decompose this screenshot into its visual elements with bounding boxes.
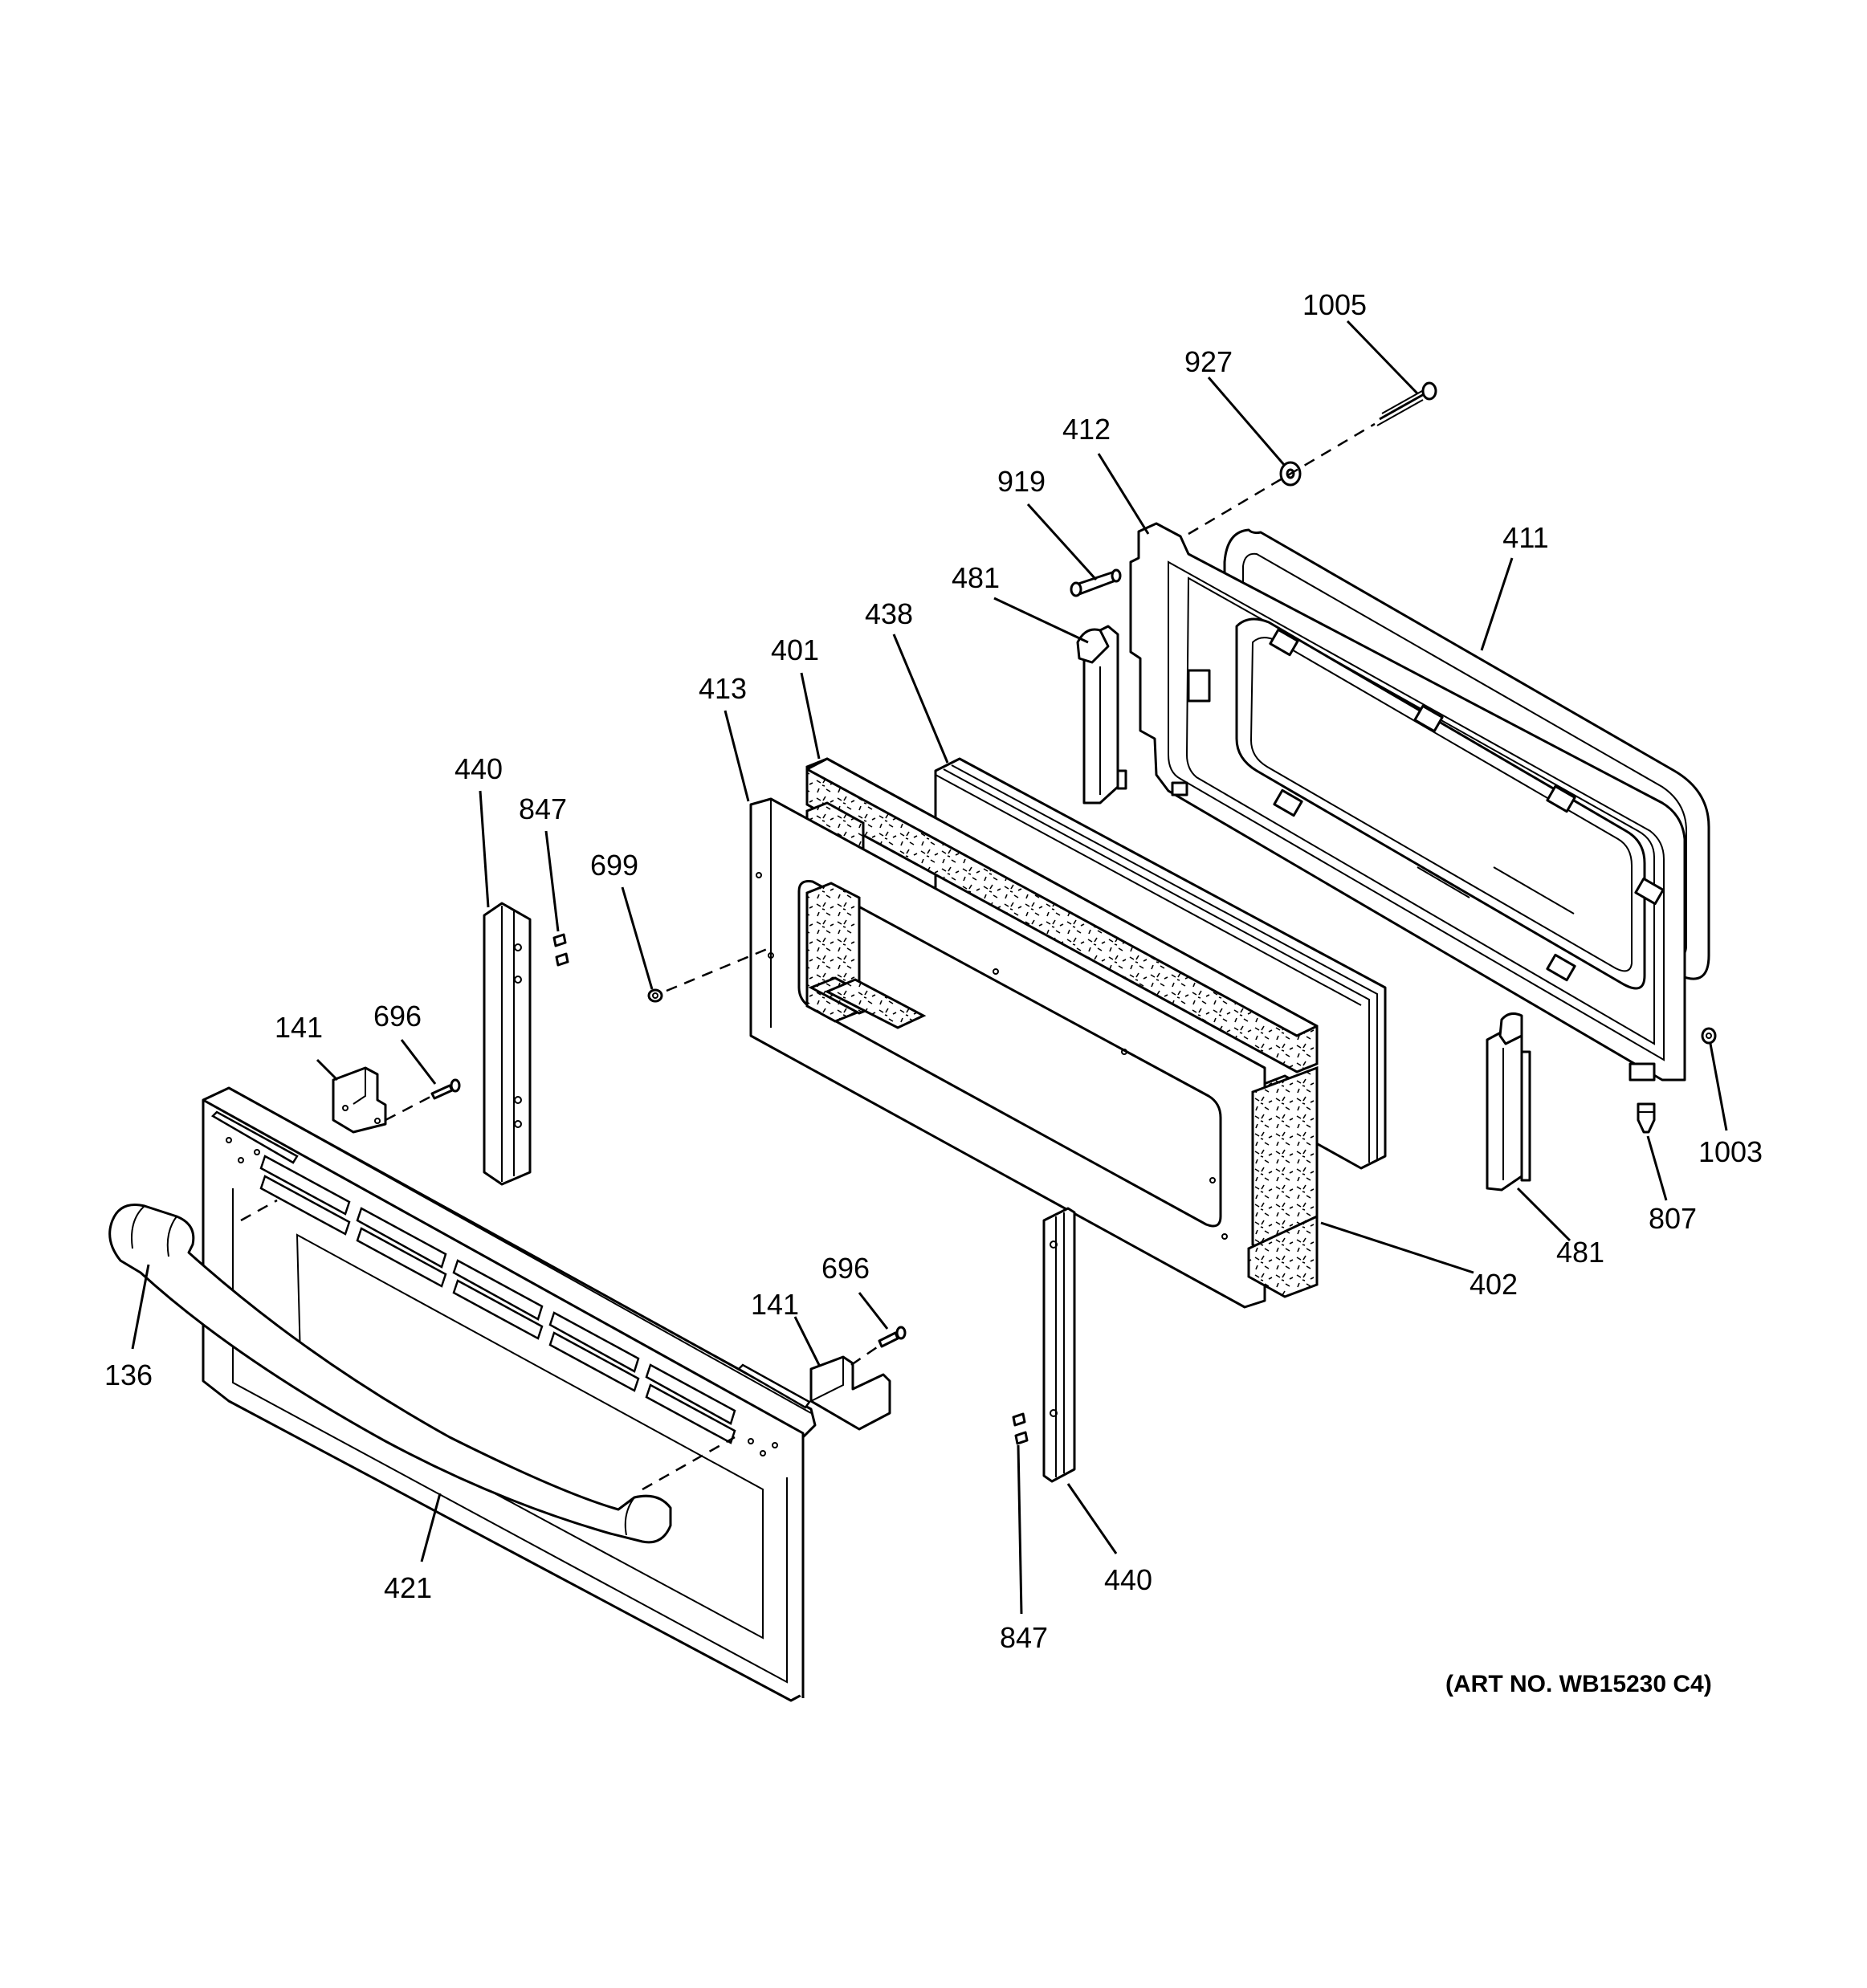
label-141-left: 141 — [275, 1011, 323, 1044]
label-402: 402 — [1470, 1268, 1518, 1301]
assembly-dashed-line-top — [1188, 422, 1376, 536]
side-channel-440-left — [483, 902, 532, 1186]
label-421: 421 — [384, 1571, 432, 1604]
leader-lines — [131, 320, 1728, 1615]
assembly-dashed-line-696-right — [850, 1346, 878, 1367]
label-847-bottom: 847 — [1000, 1621, 1048, 1654]
screw-807 — [1637, 1102, 1656, 1134]
outer-door-421 — [202, 1086, 817, 1702]
label-481-bottom: 481 — [1556, 1236, 1604, 1269]
label-919: 919 — [997, 465, 1046, 498]
label-699: 699 — [590, 849, 638, 882]
inner-door-liner-412 — [1129, 522, 1686, 1082]
label-411: 411 — [1502, 521, 1548, 554]
label-481-top: 481 — [952, 561, 1000, 594]
label-401: 401 — [771, 633, 819, 666]
assembly-dashed-line-696-left — [385, 1095, 431, 1122]
label-440-bottom: 440 — [1104, 1563, 1152, 1596]
label-412: 412 — [1062, 413, 1111, 446]
insulation-402 — [1247, 1065, 1319, 1298]
screw-699 — [647, 988, 663, 1003]
label-136: 136 — [104, 1359, 153, 1391]
label-927: 927 — [1184, 345, 1233, 378]
side-channel-440-bottom — [1042, 1207, 1076, 1483]
label-141-right: 141 — [751, 1288, 799, 1321]
door-panel-413 — [749, 797, 1266, 1309]
label-696-right: 696 — [821, 1252, 870, 1285]
hinge-bracket-481-bottom — [1486, 1012, 1531, 1192]
hinge-bracket-481-top — [1076, 625, 1127, 805]
screw-1003 — [1701, 1027, 1717, 1045]
label-1003: 1003 — [1698, 1135, 1763, 1168]
label-413: 413 — [699, 672, 747, 705]
label-438: 438 — [865, 597, 913, 630]
screw-1005 — [1376, 381, 1437, 426]
label-696-left: 696 — [373, 1000, 422, 1033]
door-handle-136 — [108, 1204, 672, 1544]
screws-847-top — [552, 933, 569, 967]
label-1005: 1005 — [1302, 288, 1367, 321]
label-847-top: 847 — [519, 792, 567, 825]
screw-696-right — [878, 1326, 907, 1348]
hinge-receiver-141-left — [332, 1066, 387, 1134]
hinge-pin-919 — [1070, 568, 1122, 597]
label-807: 807 — [1649, 1202, 1697, 1235]
screw-696-left — [430, 1078, 461, 1100]
hinge-receiver-141-right — [809, 1355, 891, 1431]
label-440-left: 440 — [455, 752, 503, 785]
screws-847-bottom — [1012, 1412, 1029, 1445]
art-number: (ART NO. WB15230 C4) — [1445, 1671, 1712, 1697]
